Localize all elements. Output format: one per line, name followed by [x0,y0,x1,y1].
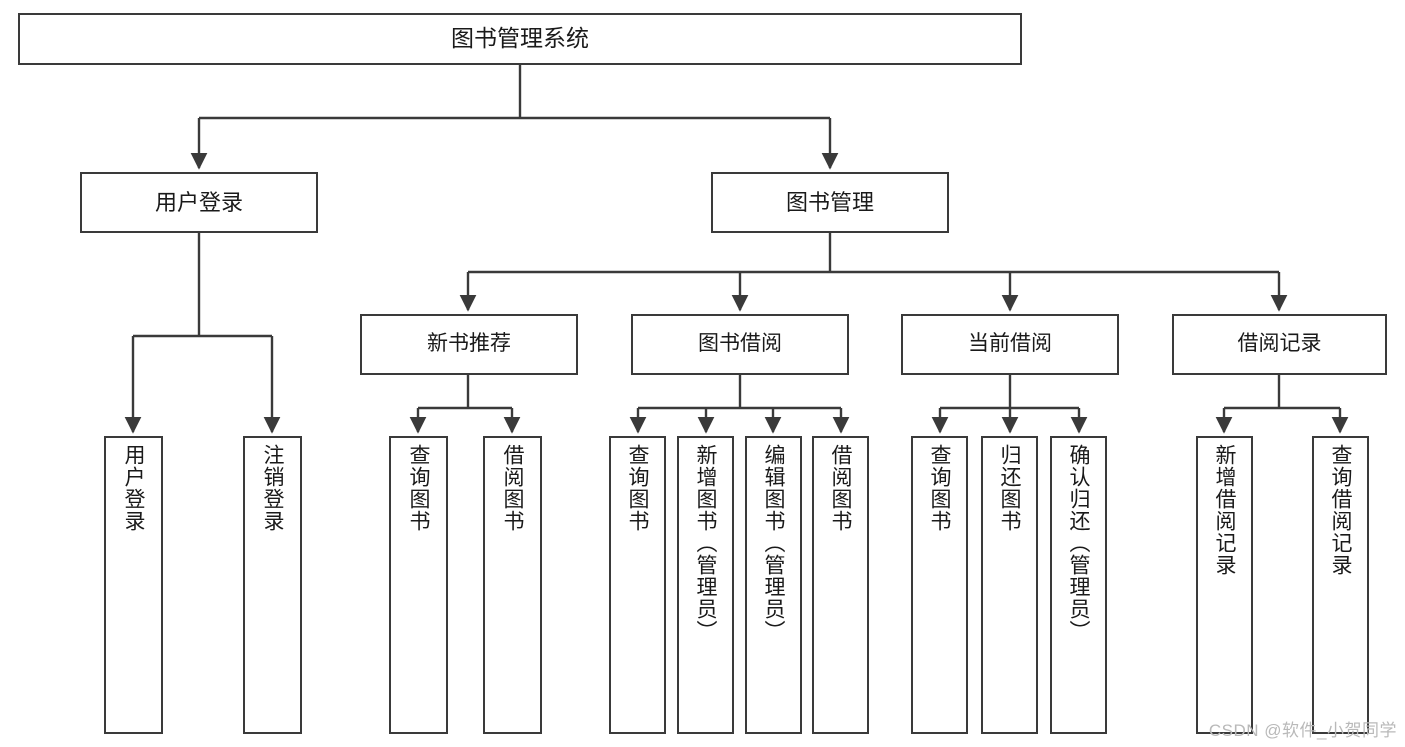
leaf-user-login-logout[interactable]: 注销登录 [243,436,302,734]
leaf-book-borrow-edit-label: 编辑图书（管理员） [762,444,785,642]
node-borrow-record-label: 借阅记录 [1237,332,1322,356]
node-new-book-recommend-label: 新书推荐 [427,332,511,356]
leaf-borrow-record-add[interactable]: 新增借阅记录 [1196,436,1253,734]
leaf-current-borrow-query-label: 查询图书 [928,444,951,532]
leaf-borrow-record-query[interactable]: 查询借阅记录 [1312,436,1369,734]
node-root-system-label: 图书管理系统 [451,25,589,52]
leaf-book-borrow-query-label: 查询图书 [626,444,649,532]
node-user-login-label: 用户登录 [154,189,243,215]
node-book-borrow[interactable]: 图书借阅 [631,314,849,375]
node-root-system[interactable]: 图书管理系统 [18,13,1022,65]
node-borrow-record[interactable]: 借阅记录 [1172,314,1387,375]
node-current-borrow[interactable]: 当前借阅 [901,314,1119,375]
leaf-new-book-query[interactable]: 查询图书 [389,436,448,734]
leaf-user-login-login[interactable]: 用户登录 [104,436,163,734]
leaf-user-login-login-label: 用户登录 [122,444,145,532]
leaf-borrow-record-add-label: 新增借阅记录 [1213,444,1236,576]
node-book-borrow-label: 图书借阅 [698,332,782,356]
leaf-new-book-borrow-label: 借阅图书 [501,444,524,532]
leaf-book-borrow-edit[interactable]: 编辑图书（管理员） [745,436,802,734]
node-new-book-recommend[interactable]: 新书推荐 [360,314,578,375]
node-book-manage-label: 图书管理 [785,189,874,215]
leaf-current-borrow-return[interactable]: 归还图书 [981,436,1038,734]
leaf-current-borrow-return-label: 归还图书 [998,444,1021,532]
node-current-borrow-label: 当前借阅 [968,332,1052,356]
leaf-current-borrow-query[interactable]: 查询图书 [911,436,968,734]
node-user-login[interactable]: 用户登录 [80,172,318,233]
leaf-current-borrow-confirm-label: 确认归还（管理员） [1067,444,1090,642]
leaf-book-borrow-add[interactable]: 新增图书（管理员） [677,436,734,734]
node-book-manage[interactable]: 图书管理 [711,172,949,233]
leaf-book-borrow-query[interactable]: 查询图书 [609,436,666,734]
leaf-book-borrow-add-label: 新增图书（管理员） [694,444,717,642]
leaf-new-book-query-label: 查询图书 [407,444,430,532]
leaf-book-borrow-borrow-label: 借阅图书 [829,444,852,532]
leaf-borrow-record-query-label: 查询借阅记录 [1329,444,1352,576]
leaf-user-login-logout-label: 注销登录 [261,444,284,532]
leaf-new-book-borrow[interactable]: 借阅图书 [483,436,542,734]
leaf-book-borrow-borrow[interactable]: 借阅图书 [812,436,869,734]
leaf-current-borrow-confirm[interactable]: 确认归还（管理员） [1050,436,1107,734]
